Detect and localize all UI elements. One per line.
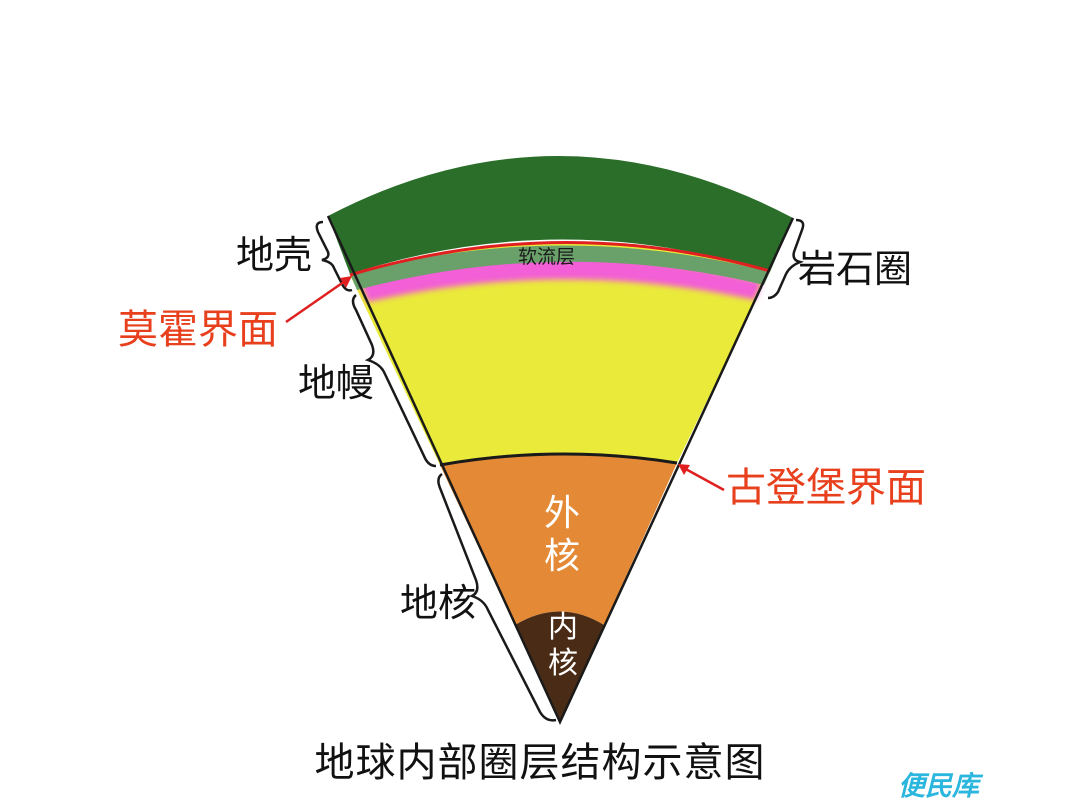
gutenberg-boundary	[439, 452, 678, 467]
lithosphere-label: 岩石圈	[798, 247, 913, 291]
mantle-layer	[350, 243, 770, 465]
inner-core-label: 内核	[548, 610, 578, 681]
upper-mantle-strip	[350, 245, 770, 290]
watermark: 便民库	[898, 771, 979, 802]
core-label: 地核	[400, 581, 477, 625]
mantle-brace	[351, 294, 437, 468]
inner-core-layer	[515, 611, 604, 722]
crust-label: 地壳	[236, 233, 313, 277]
outer-core-layer	[440, 454, 677, 625]
gutenberg-arrowhead	[678, 464, 690, 475]
diagram-title: 地球内部圈层结构示意图	[314, 740, 766, 786]
outer-core-label: 外核	[543, 493, 580, 578]
asthenosphere-label: 软流层	[518, 246, 576, 268]
crust-layer	[328, 155, 793, 274]
gutenberg-label: 古登堡界面	[726, 465, 926, 511]
moho-label: 莫霍界面	[118, 307, 278, 353]
core-brace	[437, 472, 557, 722]
mantle-label: 地幔	[298, 361, 375, 405]
crust-brace	[315, 220, 353, 292]
moho-boundary	[349, 240, 771, 277]
gutenberg-pointer-line	[681, 465, 725, 492]
wedge-outline	[326, 215, 795, 725]
moho-pointer-line	[285, 277, 349, 324]
moho-arrowhead	[340, 276, 352, 288]
lithosphere-brace	[767, 218, 805, 300]
